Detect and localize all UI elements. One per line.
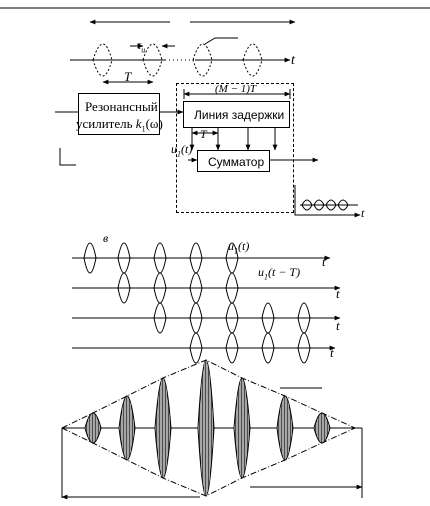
row-2-pulse-4	[225, 272, 239, 304]
period-label: T	[124, 69, 132, 84]
part-a-pulse-train	[70, 19, 296, 85]
row1-arg: (t)	[238, 239, 250, 253]
row-4-pulse-1	[189, 332, 203, 364]
row-1-pulse-4	[189, 242, 203, 274]
row1-sub: 1	[234, 246, 238, 256]
input-u-sub: 1	[177, 149, 181, 159]
row-1-pulse-5	[225, 242, 239, 274]
row-3-pulse-1	[153, 302, 167, 334]
delay-line-block: Линия задержки	[183, 101, 290, 128]
delay-line-label: Линия задержки	[194, 108, 285, 122]
envelope-pulse-5	[233, 377, 251, 479]
row-3-pulse-2	[189, 302, 203, 334]
summator-label: Сумматор	[208, 155, 265, 169]
tap-period-label: T	[200, 127, 207, 141]
row2-label: u1(t − T)	[258, 266, 300, 281]
row1-label: u1(t)	[228, 240, 249, 255]
envelope-pulse-6	[276, 395, 294, 461]
row-4-pulse-2	[225, 332, 239, 364]
envelope-pulse-7	[313, 412, 331, 444]
row1-t-label: t	[322, 254, 326, 269]
row4-t-label: t	[330, 345, 334, 360]
output-bracket	[294, 185, 361, 218]
part-v-trains	[72, 242, 341, 364]
amplifier-line2: усилитель k1(ω)	[76, 117, 163, 134]
leader-line	[204, 37, 238, 45]
tau-label: τи	[137, 39, 145, 54]
row-3-pulse-5	[297, 302, 311, 334]
envelope-pulse-1	[84, 412, 102, 444]
envelope-pulse-3	[154, 377, 172, 479]
output-t-label: t	[361, 206, 365, 220]
tau-symbol: τ	[137, 38, 142, 52]
tau-subscript: и	[141, 45, 146, 55]
corner-symbol	[59, 148, 76, 166]
row-1-pulse-2	[117, 242, 131, 274]
summator-block: Сумматор	[197, 150, 270, 172]
envelope-pulse-4	[197, 359, 215, 497]
row-2-pulse-2	[153, 272, 167, 304]
filter-dashed-frame	[176, 83, 294, 213]
input-u: u	[171, 142, 177, 156]
row-3-pulse-3	[225, 302, 239, 334]
amplifier-line1: Резонансный	[85, 99, 158, 114]
row-4-pulse-4	[297, 332, 311, 364]
row2-u: u	[258, 265, 264, 279]
row-1-pulse-1	[83, 242, 97, 274]
part-a-t-label: t	[291, 53, 295, 68]
resonant-amplifier-block: Резонансный усилитель k1(ω)	[76, 93, 163, 135]
row-4-pulse-3	[261, 332, 275, 364]
amplifier-k-arg: (ω)	[145, 116, 163, 131]
amplifier-k-sub: 1	[141, 124, 146, 134]
row3-t-label: t	[336, 318, 340, 333]
block-diagram-wiring	[55, 89, 361, 218]
envelope-pulses	[84, 359, 331, 497]
input-u-label: u1(t)	[171, 143, 192, 158]
row2-arg: (t − T)	[268, 265, 301, 279]
input-u-arg: (t)	[181, 142, 193, 156]
amplifier-k: k	[135, 116, 142, 131]
row-1-pulse-3	[153, 242, 167, 274]
amplifier-word: усилитель	[76, 116, 133, 131]
row1-u: u	[228, 239, 234, 253]
envelope-pulse-2	[118, 395, 136, 461]
row-2-pulse-1	[117, 272, 131, 304]
output-pulse-train	[300, 199, 358, 211]
row2-t-label: t	[336, 286, 340, 301]
delay-span-label: (M − 1)T	[215, 83, 257, 95]
part-v-letter: в	[103, 231, 109, 245]
row-3-pulse-4	[261, 302, 275, 334]
row2-sub: 1	[264, 272, 268, 282]
row-2-pulse-3	[189, 272, 203, 304]
